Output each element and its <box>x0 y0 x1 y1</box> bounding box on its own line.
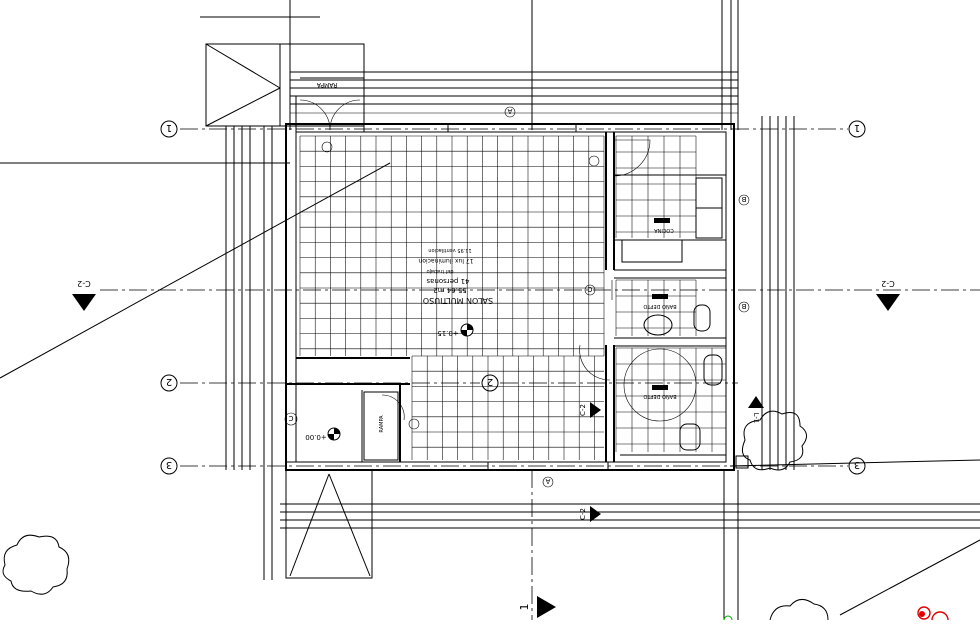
grid-label-c-lower: C <box>288 414 293 422</box>
section-mark-left: C-2 <box>72 279 96 311</box>
grid-label-c: C <box>587 285 592 293</box>
grid-label-b-right: B <box>741 195 746 203</box>
section-mark-center: C-2 <box>579 402 601 418</box>
grid-label-1-left: 1 <box>166 122 172 133</box>
grid-bubble-c-lower: C <box>284 412 298 426</box>
section-label-left: C-2 <box>77 279 91 288</box>
building-walls <box>285 123 735 471</box>
label-cocina: COCINA <box>654 227 674 233</box>
label-bano-2: BAÑO DEPTO <box>643 393 676 400</box>
section-mark-bottom: C-2 <box>579 506 601 522</box>
level-marker-main: +0.15 <box>437 323 474 337</box>
grid-bubble-2-center: 2 <box>481 374 499 392</box>
grid-bubble-1-left: 1 <box>160 120 178 138</box>
section-label-right: C-2 <box>881 279 895 288</box>
level-label-lower: +0.00 <box>305 433 326 441</box>
label-room-people: 41 personas <box>426 277 469 285</box>
label-room-vent: 11.95 ventilacion <box>428 247 471 253</box>
door-swings <box>381 139 697 422</box>
grid-label-a-top: A <box>507 107 512 115</box>
room-labels: RAMPA SALON MULTIUSO 55.64 m2 41 persona… <box>316 81 677 433</box>
grid-bubble-b-right: B <box>738 194 750 206</box>
floor-tiles <box>299 135 726 460</box>
grid-label-2-left: 2 <box>166 376 172 387</box>
grid-bubble-2-left: 2 <box>160 374 178 392</box>
section-mark-bottom-number: 1 <box>518 596 556 618</box>
grid-bubble-b-right-2: B <box>738 301 750 313</box>
label-rampa: RAMPA <box>316 81 337 88</box>
door-bubble-top <box>321 141 333 153</box>
grid-label-3-left: 3 <box>166 459 172 470</box>
grid-bubble-3-right: 3 <box>848 457 866 475</box>
grid-label-1-right: 1 <box>854 122 860 133</box>
label-bano-1: BAÑO DEPTO <box>643 303 676 310</box>
label-room-area: 55.64 m2 <box>433 286 467 294</box>
door-bubble-right <box>588 155 600 167</box>
grid-label-2-center: 2 <box>487 376 493 387</box>
section-label-bottom: C-2 <box>579 508 587 520</box>
grid-bubble-c: C <box>584 284 596 296</box>
ramp-bottom-left <box>285 391 399 579</box>
section-mark-right: C-2 <box>876 279 900 311</box>
grid-bubble-3-left: 3 <box>160 457 178 475</box>
red-marker <box>723 606 949 624</box>
bathroom-fixtures <box>643 218 723 451</box>
door-bubble-lower <box>408 418 420 430</box>
section-label-vertical-right: L-1 <box>752 413 760 424</box>
entrance-ramp-top <box>200 16 365 133</box>
grid-bubble-1-right: 1 <box>848 120 866 138</box>
label-room-ilum: 17 lux iluminacion <box>418 257 473 264</box>
grid-label-b-right-2: B <box>741 302 746 310</box>
label-room-extra: del trabajo <box>427 268 454 274</box>
grid-bubble-a-bottom: A <box>542 476 554 488</box>
axis-lines <box>0 71 980 616</box>
level-label-main: +0.15 <box>437 329 458 337</box>
level-marker-lower: +0.00 <box>305 427 341 441</box>
shrubs <box>2 410 829 621</box>
label-ramp-lower: RAMPA <box>379 415 385 433</box>
label-room-name: SALON MULTIUSO <box>423 296 493 305</box>
grid-label-3-right: 3 <box>854 459 860 470</box>
grid-bubble-a-top: A <box>504 106 516 118</box>
section-label-bottom-number: 1 <box>518 604 531 611</box>
section-mark-vertical-right: L-1 <box>748 396 764 423</box>
vertical-lines <box>225 0 795 620</box>
grid-label-a-bottom: A <box>545 477 550 485</box>
section-label-center: C-2 <box>579 404 587 416</box>
